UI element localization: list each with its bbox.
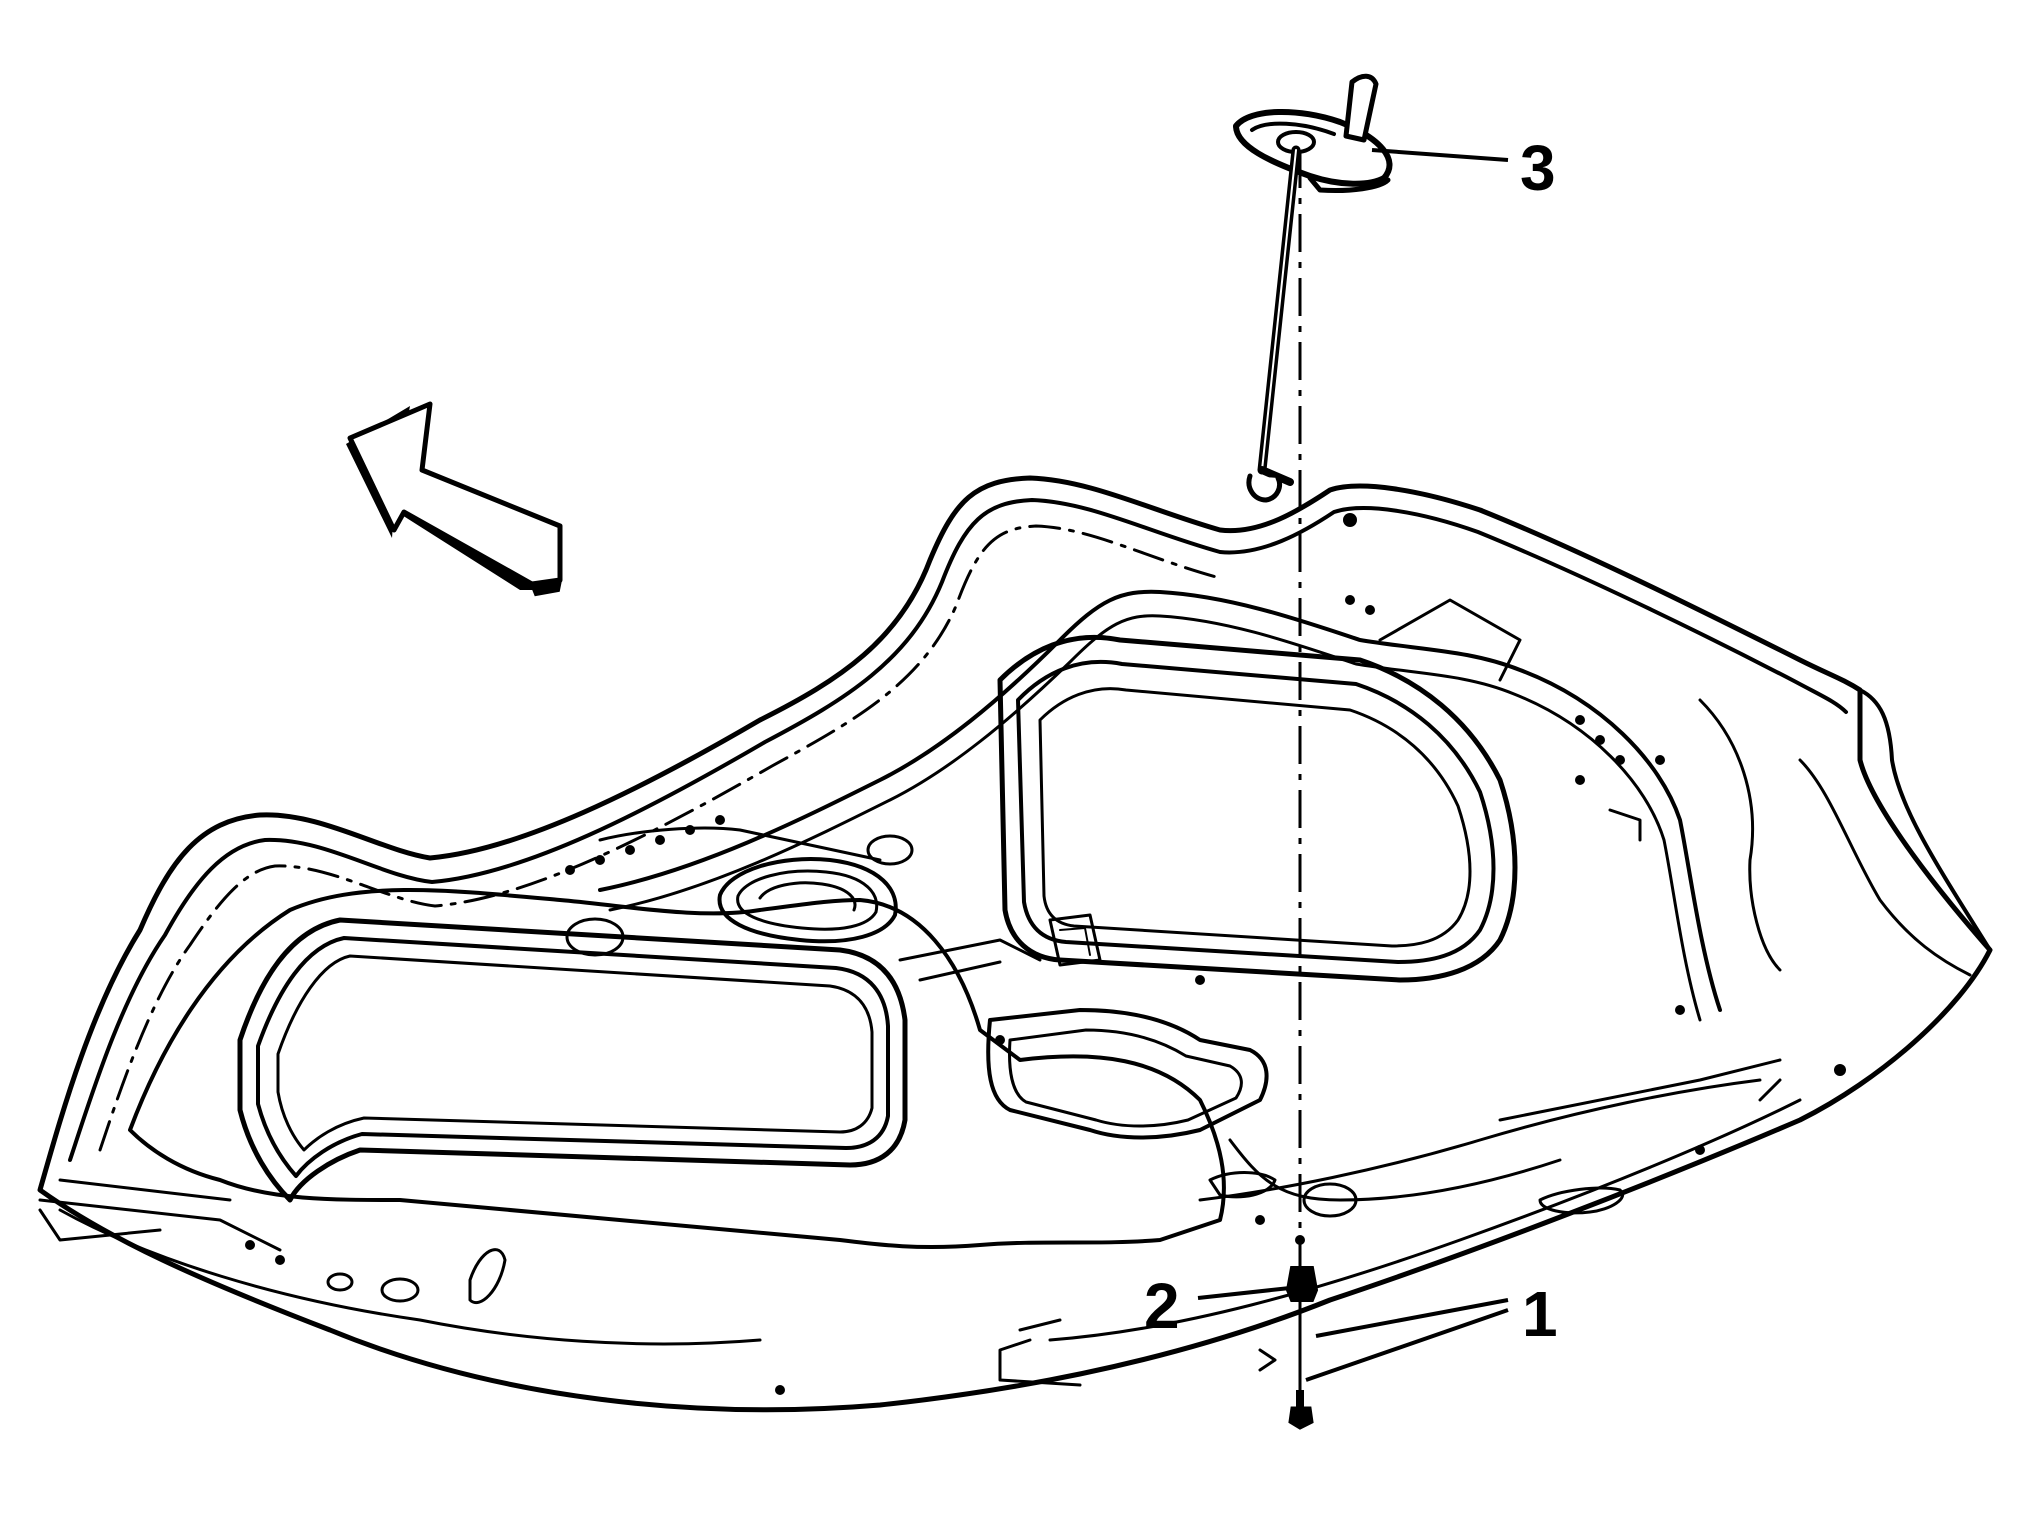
callout-2-label: 2: [1144, 1270, 1180, 1342]
callout-3-label: 3: [1520, 132, 1556, 204]
callout-1-label: 1: [1522, 1278, 1558, 1350]
part-1-bolt: [1288, 1390, 1314, 1430]
part-3-hanger-insulator: [1233, 73, 1393, 503]
underbody-panel: [37, 475, 1993, 1413]
panel-rivets: [245, 513, 1846, 1395]
front-direction-arrow-icon: [346, 401, 563, 597]
callout-leaders: [1197, 148, 1509, 1382]
